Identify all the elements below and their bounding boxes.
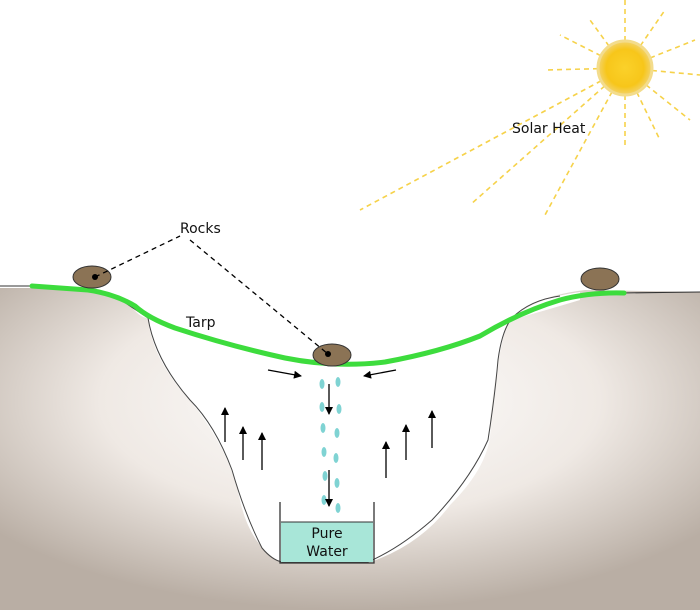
pit-interior (125, 292, 580, 562)
tarp-label: Tarp (185, 315, 216, 331)
ground-surface-line (0, 285, 700, 294)
condensation-arrow-right (363, 369, 397, 379)
solar-heat-label: Solar Heat (512, 121, 586, 137)
water-container-icon (279, 502, 375, 564)
rock-icon (580, 267, 620, 291)
rock-marker-dot (325, 351, 331, 357)
sun-rays (359, 0, 700, 216)
condensation-arrow-left (267, 369, 302, 379)
sun-icon (596, 39, 654, 97)
pure-water-label-line2: Water (306, 544, 348, 560)
pure-water-label-line1: Pure (311, 526, 342, 542)
evaporation-arrows (221, 407, 436, 478)
water-droplets (319, 377, 342, 513)
rocks-label: Rocks (180, 221, 221, 237)
ground-shading (0, 288, 700, 610)
pure-water-fill (281, 522, 373, 562)
rock-marker-dot (92, 274, 98, 280)
rocks-leader-lines (94, 235, 329, 355)
rock-icon (312, 343, 352, 367)
